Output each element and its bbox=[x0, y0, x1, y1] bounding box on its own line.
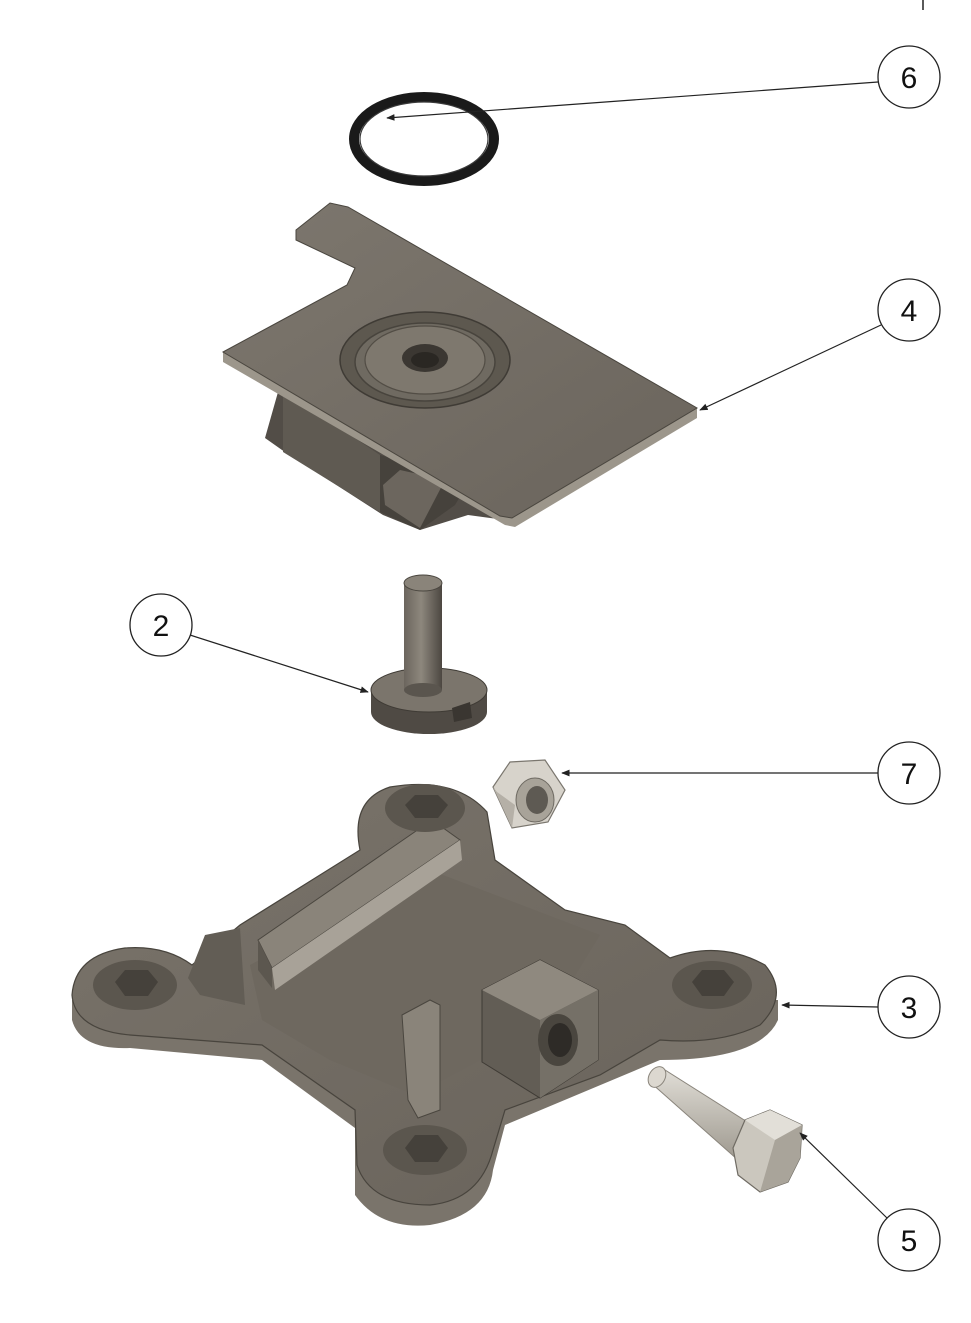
balloon-label-2: 2 bbox=[153, 610, 170, 643]
leader-5 bbox=[799, 1132, 888, 1219]
mount-hole-bottom bbox=[383, 1125, 467, 1175]
mount-hole-right bbox=[672, 961, 752, 1009]
balloon-4: 4 bbox=[877, 278, 941, 342]
o-ring-part bbox=[349, 92, 499, 186]
leader-3 bbox=[781, 1001, 879, 1009]
mount-hole-top bbox=[385, 784, 465, 832]
balloon-label-6: 6 bbox=[901, 62, 918, 95]
leader-2 bbox=[189, 634, 369, 693]
hex-bolt-part bbox=[647, 1066, 803, 1193]
top-plate-part bbox=[221, 202, 698, 530]
balloon-3: 3 bbox=[877, 975, 941, 1039]
base-mount-part bbox=[71, 783, 778, 1226]
balloon-6: 6 bbox=[877, 45, 941, 109]
pin-part bbox=[370, 574, 488, 734]
balloon-label-7: 7 bbox=[901, 758, 918, 791]
leader-lines bbox=[189, 81, 888, 1219]
balloon-label-3: 3 bbox=[901, 992, 918, 1025]
balloon-label-5: 5 bbox=[901, 1225, 918, 1258]
leader-6 bbox=[386, 81, 879, 121]
balloon-5: 5 bbox=[877, 1208, 941, 1272]
balloon-label-4: 4 bbox=[901, 295, 918, 328]
balloon-2: 2 bbox=[129, 593, 193, 657]
mount-hole-left bbox=[93, 960, 177, 1010]
leader-4 bbox=[699, 324, 882, 411]
balloon-7: 7 bbox=[877, 741, 941, 805]
hex-nut-part bbox=[492, 759, 566, 829]
